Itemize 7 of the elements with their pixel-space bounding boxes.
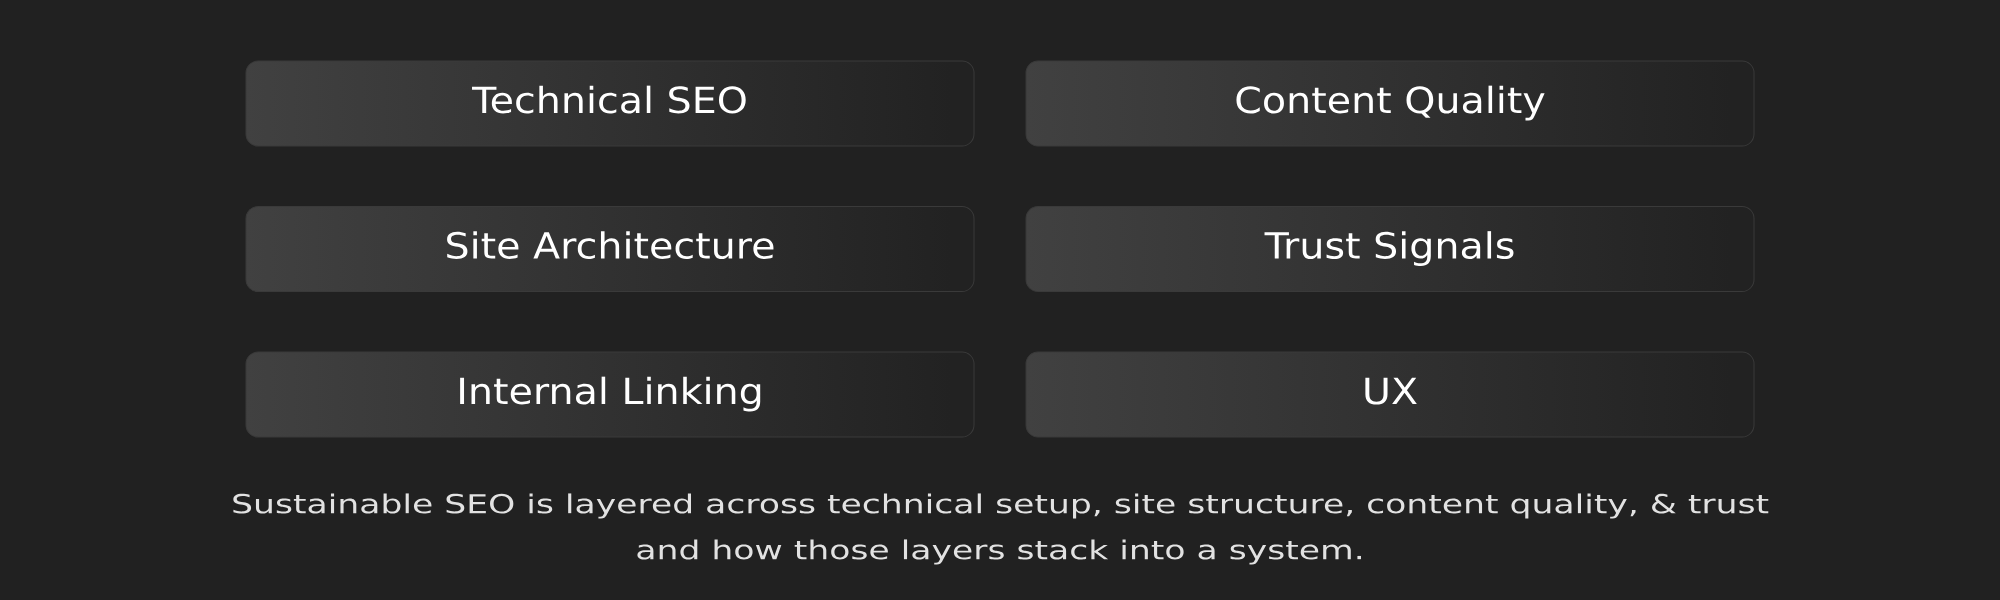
layer-box: UX	[1025, 351, 1755, 438]
layer-box: Trust Signals	[1025, 206, 1755, 292]
layer-box: Content Quality	[1025, 60, 1755, 147]
caption: Sustainable SEO is layered across technical setup, site structure, content quality, & trust and how those layers stack into a system.	[233, 493, 1769, 565]
layer-box: Internal Linking	[245, 351, 975, 438]
layer-box: Site Architecture	[245, 206, 975, 292]
layer-box: Technical SEO	[245, 60, 975, 147]
